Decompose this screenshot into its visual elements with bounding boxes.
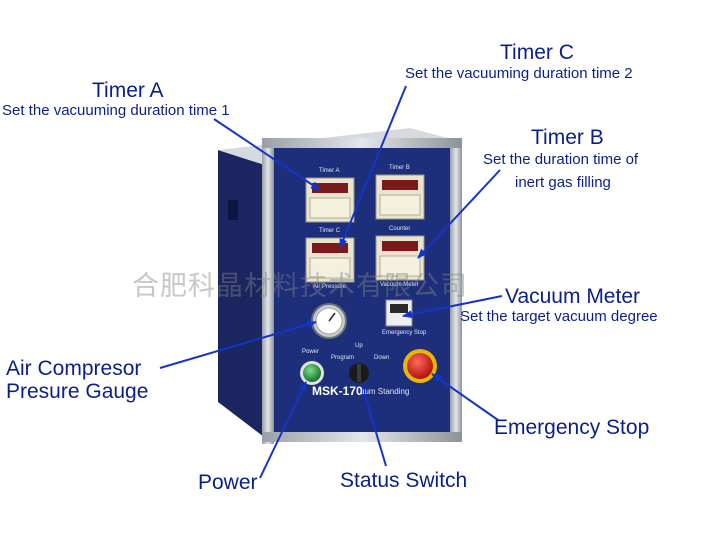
label-timer-a-title: Timer A xyxy=(92,79,164,102)
frame-top xyxy=(262,138,462,148)
label-power: Power xyxy=(198,471,258,494)
label-air-gauge-line-1: Air Compresor xyxy=(6,357,142,380)
arrow-emergency-stop xyxy=(431,373,499,421)
label-vacuum-meter-desc: Set the target vacuum degree xyxy=(460,308,658,325)
emergency-stop-button xyxy=(403,349,437,383)
arrow-air-gauge xyxy=(159,320,317,369)
label-emergency-stop: Emergency Stop xyxy=(494,416,650,439)
label-timer-b-desc-2: inert gas filling xyxy=(515,174,611,191)
label-vacuum-meter-title: Vacuum Meter xyxy=(505,285,640,308)
frame-bottom xyxy=(262,432,462,442)
counter-unit xyxy=(375,235,425,281)
panel-label-vacuum-meter: Vacuum Meter xyxy=(380,282,419,288)
label-timer-b-desc-1: Set the duration time of xyxy=(483,151,639,168)
side-latch xyxy=(228,200,238,220)
arrow-power xyxy=(259,381,307,479)
device-model: MSK-170 xyxy=(312,384,363,398)
panel-label-timer-b: Timer B xyxy=(389,165,410,171)
label-status-switch: Status Switch xyxy=(340,469,468,492)
panel-label-timer-c: Timer C xyxy=(319,228,341,234)
panel-label-down: Down xyxy=(374,355,390,361)
device-subtitle: uum Standing xyxy=(360,387,410,396)
panel-label-program: Program xyxy=(331,355,355,361)
panel-label-power: Power xyxy=(302,349,320,355)
panel-label-timer-a: Timer A xyxy=(319,168,340,174)
air-pressure-gauge xyxy=(311,303,347,339)
watermark-text: 合肥科晶材料技术有限公司 xyxy=(132,271,468,302)
frame-left xyxy=(262,142,274,444)
panel-label-up: Up xyxy=(355,343,363,349)
panel-label-air-pressure: Air Pressure xyxy=(313,284,347,290)
timer-b-unit xyxy=(375,174,425,220)
label-air-gauge-line-2: Presure Gauge xyxy=(6,380,149,403)
power-button xyxy=(300,361,324,385)
panel-label-counter: Counter xyxy=(389,226,411,232)
arrow-timer-a xyxy=(213,118,321,191)
arrow-vacuum-meter xyxy=(402,295,503,319)
panel-label-emergency-stop: Emergency Stop xyxy=(382,330,427,336)
label-timer-c-desc: Set the vacuuming duration time 2 xyxy=(405,65,633,82)
status-switch-knob xyxy=(349,363,369,383)
label-timer-c-title: Timer C xyxy=(500,41,574,64)
arrow-status-switch xyxy=(360,384,387,467)
label-timer-b-title: Timer B xyxy=(531,126,604,149)
arrow-timer-b xyxy=(417,169,501,259)
arrow-timer-c xyxy=(339,85,407,249)
cabinet-side xyxy=(218,150,268,440)
vacuum-meter-unit xyxy=(385,299,413,327)
label-timer-a-desc: Set the vacuuming duration time 1 xyxy=(2,102,230,119)
